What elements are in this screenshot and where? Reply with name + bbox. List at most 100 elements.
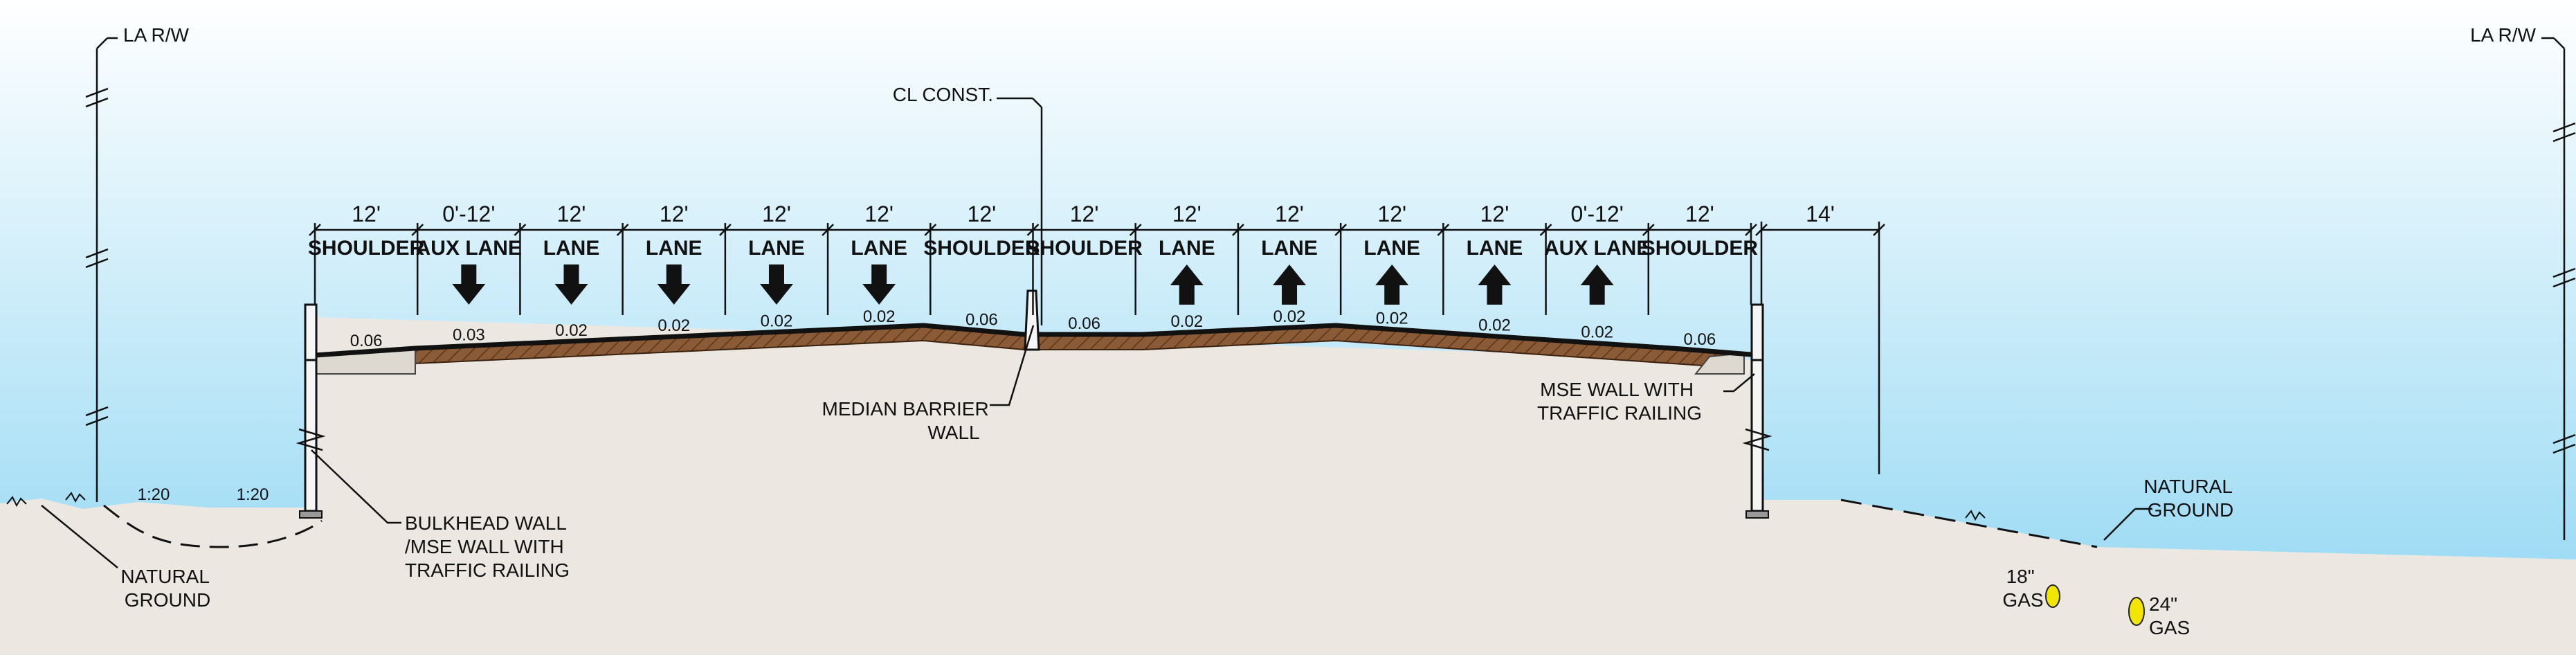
- gas-line-18: [2045, 584, 2060, 608]
- left-traffic-railing: [296, 303, 326, 519]
- lane-width-label: 12': [660, 201, 689, 226]
- traffic-arrow-down-icon: [657, 264, 691, 305]
- centerline-leader: [997, 97, 1043, 325]
- cross-slope-label: 0.06: [350, 332, 383, 350]
- dimension-tick: [1334, 224, 1348, 236]
- cross-slope-label: 0.06: [1068, 314, 1100, 333]
- lane-label: SHOULDER: [923, 237, 1040, 260]
- lane-label: SHOULDER: [308, 237, 425, 260]
- dimension-tick: [1437, 224, 1450, 236]
- lane-label: LANE: [748, 237, 805, 260]
- cross-slope-label: 0.02: [657, 316, 690, 335]
- lane-width-label: 12': [1070, 201, 1099, 226]
- cross-slope-label: 0.02: [555, 321, 588, 340]
- right-offset-dimension: [1755, 222, 1885, 474]
- cross-slope-label: 0.02: [1581, 323, 1613, 342]
- lane-label: LANE: [646, 237, 702, 260]
- lane-width-label: 0'-12': [1571, 201, 1624, 226]
- traffic-arrow-up-icon: [1375, 264, 1409, 305]
- vegetation-marks: [6, 492, 1986, 521]
- cross-slope-label: 0.06: [965, 311, 998, 330]
- dimension-tick: [1232, 224, 1244, 236]
- lane-width-label: 12': [762, 201, 791, 226]
- cross-slope-label: 0.02: [863, 307, 896, 326]
- lane-width-label: 12': [352, 201, 381, 226]
- lane-label: LANE: [543, 237, 600, 260]
- lanes-group: 12' SHOULDER 0.06 0'-12' AUX LANE 0.03 12' LANE…: [308, 201, 1758, 350]
- ground-mass: [0, 317, 2576, 655]
- traffic-arrow-up-icon: [1170, 264, 1204, 305]
- lane-width-label: 12': [1172, 201, 1201, 226]
- dimension-tick: [411, 224, 424, 236]
- dimension-tick: [616, 224, 629, 236]
- dimension-tick: [1642, 224, 1655, 236]
- row-label-left: LA R/W: [123, 24, 189, 46]
- traffic-arrow-up-icon: [1478, 264, 1512, 305]
- cross-slope-label: 0.02: [761, 312, 793, 331]
- traffic-arrow-up-icon: [1273, 264, 1307, 305]
- bulkhead-callout-label: BULKHEAD WALL /MSE WALL WITH TRAFFIC RAI…: [405, 512, 572, 581]
- road-surface-line: [314, 323, 1752, 358]
- lane-label: SHOULDER: [1642, 237, 1759, 260]
- dimension-tick: [924, 224, 937, 236]
- dimension-tick: [718, 224, 732, 236]
- mse-callout-label: MSE WALL WITH TRAFFIC RAILING: [1537, 379, 1702, 424]
- cross-slope-label: 0.02: [1376, 309, 1408, 328]
- lane-width-label: 12': [1685, 201, 1714, 226]
- right-offset-label: 14': [1806, 201, 1835, 226]
- median-barrier-wall: [1024, 289, 1040, 351]
- traffic-arrow-up-icon: [1580, 264, 1614, 305]
- traffic-arrow-down-icon: [862, 264, 896, 305]
- lane-width-label: 12': [864, 201, 894, 226]
- gas-line-24: [2128, 597, 2145, 626]
- natural-ground-left-leader: [41, 505, 118, 568]
- cross-slope-label: 0.03: [453, 326, 485, 345]
- median-callout-leader: [990, 325, 1035, 406]
- side-slope-label: 1:20: [237, 485, 269, 504]
- lane-label: LANE: [1261, 237, 1318, 260]
- median-callout-label: MEDIAN BARRIER WALL: [822, 398, 995, 443]
- lane-label: LANE: [1363, 237, 1420, 260]
- natural-ground-right-label: NATURAL GROUND: [2143, 476, 2237, 521]
- lane-width-label: 12': [1275, 201, 1304, 226]
- traffic-arrow-down-icon: [452, 264, 486, 305]
- bulkhead-callout-leader: [311, 449, 401, 524]
- utility-label-24: 24" GAS: [2149, 593, 2190, 638]
- natural-ground-left-line: [103, 504, 323, 548]
- side-slope-label: 1:20: [138, 485, 170, 504]
- lane-width-label: 12': [1377, 201, 1406, 226]
- cross-slope-label: 0.06: [1684, 330, 1716, 349]
- lane-label: AUX LANE: [416, 237, 522, 260]
- lane-label: LANE: [1467, 237, 1523, 260]
- cross-slope-label: 0.02: [1273, 307, 1306, 326]
- lane-width-label: 0'-12': [442, 201, 495, 226]
- dimension-tick: [1129, 224, 1142, 236]
- row-label-right: LA R/W: [2470, 24, 2536, 46]
- row-line-right: [2541, 37, 2576, 540]
- utility-label-18: 18" GAS: [2002, 566, 2043, 611]
- lane-label: AUX LANE: [1544, 237, 1650, 260]
- lane-width-label: 12': [968, 201, 997, 226]
- mse-callout-leader: [1723, 373, 1755, 393]
- dimension-tick: [1745, 224, 1757, 236]
- dimension-tick: [822, 224, 834, 236]
- row-line-left: [85, 37, 118, 502]
- dimension-tick: [309, 224, 321, 236]
- lane-width-label: 12': [557, 201, 586, 226]
- natural-ground-right-leader: [2103, 508, 2136, 541]
- right-traffic-railing: [1742, 303, 1772, 519]
- natural-ground-right-line: [1840, 499, 2098, 548]
- lane-label: SHOULDER: [1026, 237, 1143, 260]
- traffic-arrow-down-icon: [759, 264, 793, 305]
- cross-slope-label: 0.02: [1478, 316, 1511, 335]
- centerline-label: CL CONST.: [893, 84, 993, 105]
- dimension-tick: [1026, 224, 1040, 236]
- traffic-arrow-down-icon: [554, 264, 588, 305]
- dimension-tick: [514, 224, 527, 236]
- cross-slope-label: 0.02: [1170, 312, 1203, 331]
- lane-label: LANE: [1159, 237, 1215, 260]
- natural-ground-left-label: NATURAL GROUND: [120, 566, 214, 611]
- dimension-tick: [1539, 224, 1552, 236]
- lane-label: LANE: [851, 237, 907, 260]
